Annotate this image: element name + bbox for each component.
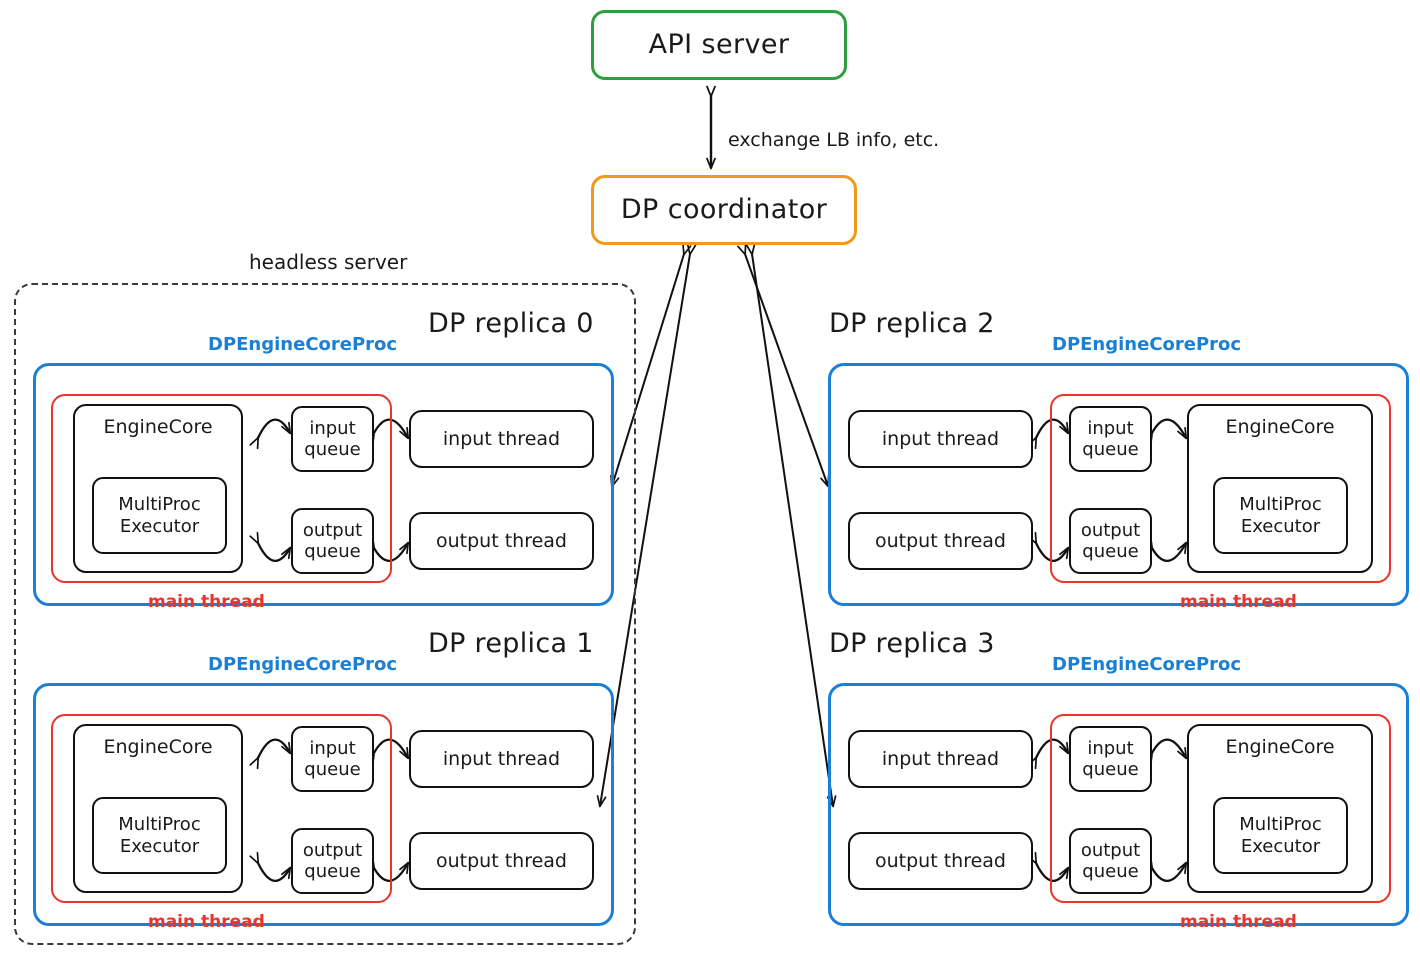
replica-3-main-thread-box <box>1050 714 1391 903</box>
replica-2-input-queue-label: input queue <box>1082 417 1139 460</box>
headless-server-label: headless server <box>249 250 408 274</box>
dp-coordinator-node[interactable]: DP coordinator <box>591 175 857 245</box>
replica-1-input-thread-label: input thread <box>442 747 561 770</box>
replica-0-output-queue-label: output queue <box>302 519 363 562</box>
replica-0-input-thread[interactable]: input thread <box>409 410 594 468</box>
replica-0-input-thread-label: input thread <box>442 427 561 450</box>
api-server-label: API server <box>648 29 790 61</box>
replica-1-title: DP replica 1 <box>428 628 594 659</box>
replica-3-input-queue-label: input queue <box>1082 737 1139 780</box>
edge-coordinator-replica-2 <box>737 242 830 488</box>
replica-0-multiproc-executor-label: MultiProc Executor <box>118 494 201 537</box>
replica-0-main-thread-label: main thread <box>148 592 265 612</box>
replica-3-title: DP replica 3 <box>829 628 995 659</box>
replica-1-input-thread[interactable]: input thread <box>409 730 594 788</box>
replica-0-multiproc-executor[interactable]: MultiProc Executor <box>92 477 227 554</box>
replica-1-multiproc-executor[interactable]: MultiProc Executor <box>92 797 227 874</box>
edge-coordinator-replica-3 <box>745 243 837 808</box>
replica-2-main-thread-label: main thread <box>1180 592 1297 612</box>
replica-3-input-queue[interactable]: input queue <box>1069 726 1152 792</box>
replica-0-input-queue[interactable]: input queue <box>291 406 374 472</box>
replica-0-main-thread-box <box>51 394 392 583</box>
replica-2-main-thread-box <box>1050 394 1391 583</box>
replica-2-process-label: DPEngineCoreProc <box>1052 334 1242 355</box>
api-server-node[interactable]: API server <box>591 10 847 80</box>
replica-1-output-queue[interactable]: output queue <box>291 828 374 894</box>
replica-2-multiproc-executor[interactable]: MultiProc Executor <box>1213 477 1348 554</box>
replica-0-output-thread-label: output thread <box>436 529 567 552</box>
replica-1-input-queue-label: input queue <box>304 737 361 780</box>
replica-3-process-box <box>828 683 1409 926</box>
replica-3-engine-core-label: EngineCore <box>1225 736 1335 758</box>
replica-1-process-label: DPEngineCoreProc <box>208 654 398 675</box>
replica-2-multiproc-executor-label: MultiProc Executor <box>1239 494 1322 537</box>
replica-3-output-queue-label: output queue <box>1080 839 1141 882</box>
replica-3-main-thread-label: main thread <box>1180 912 1297 932</box>
replica-0-process-box <box>33 363 614 606</box>
replica-3-process-label: DPEngineCoreProc <box>1052 654 1242 675</box>
edge-label-exchange: exchange LB info, etc. <box>728 129 940 151</box>
replica-3-multiproc-executor[interactable]: MultiProc Executor <box>1213 797 1348 874</box>
dp-coordinator-label: DP coordinator <box>620 194 828 226</box>
replica-1-input-queue[interactable]: input queue <box>291 726 374 792</box>
replica-1-process-box <box>33 683 614 926</box>
replica-2-output-thread-label: output thread <box>875 529 1006 552</box>
replica-3-input-thread-label: input thread <box>881 747 1000 770</box>
replica-0-output-queue[interactable]: output queue <box>291 508 374 574</box>
replica-1-output-thread[interactable]: output thread <box>409 832 594 890</box>
replica-1-output-thread-label: output thread <box>436 849 567 872</box>
replica-0-output-thread[interactable]: output thread <box>409 512 594 570</box>
replica-1-main-thread-label: main thread <box>148 912 265 932</box>
replica-2-input-thread-label: input thread <box>881 427 1000 450</box>
replica-2-input-queue[interactable]: input queue <box>1069 406 1152 472</box>
replica-2-output-queue[interactable]: output queue <box>1069 508 1152 574</box>
replica-2-title: DP replica 2 <box>829 308 995 339</box>
replica-2-engine-core-label: EngineCore <box>1225 416 1335 438</box>
replica-1-engine-core-label: EngineCore <box>103 736 213 758</box>
replica-2-process-box <box>828 363 1409 606</box>
headless-server-container <box>14 283 636 945</box>
replica-2-input-thread[interactable]: input thread <box>848 410 1033 468</box>
replica-0-input-queue-label: input queue <box>304 417 361 460</box>
replica-0-title: DP replica 0 <box>428 308 594 339</box>
replica-2-output-thread[interactable]: output thread <box>848 512 1033 570</box>
replica-3-output-thread[interactable]: output thread <box>848 832 1033 890</box>
replica-1-main-thread-box <box>51 714 392 903</box>
replica-0-engine-core-label: EngineCore <box>103 416 213 438</box>
replica-3-multiproc-executor-label: MultiProc Executor <box>1239 814 1322 857</box>
replica-1-output-queue-label: output queue <box>302 839 363 882</box>
replica-3-output-queue[interactable]: output queue <box>1069 828 1152 894</box>
replica-3-output-thread-label: output thread <box>875 849 1006 872</box>
replica-2-output-queue-label: output queue <box>1080 519 1141 562</box>
replica-3-input-thread[interactable]: input thread <box>848 730 1033 788</box>
replica-0-process-label: DPEngineCoreProc <box>208 334 398 355</box>
replica-1-multiproc-executor-label: MultiProc Executor <box>118 814 201 857</box>
